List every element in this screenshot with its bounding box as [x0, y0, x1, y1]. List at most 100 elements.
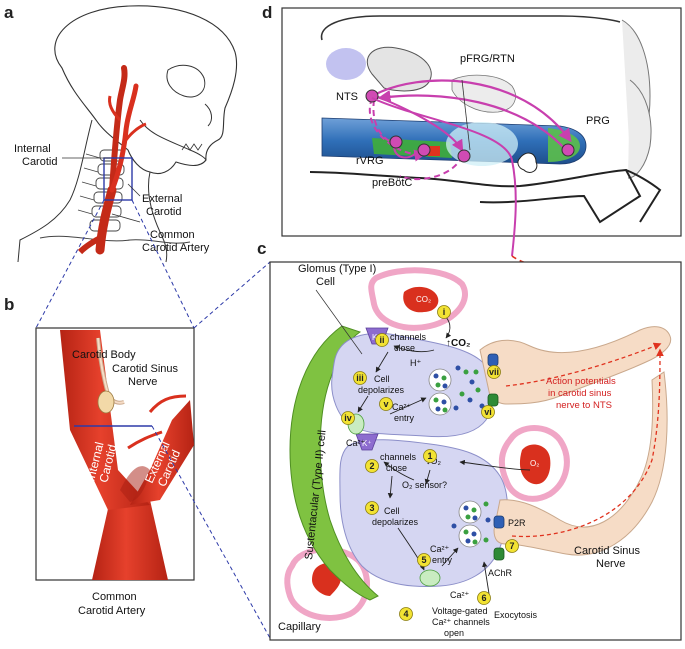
step-badge-roman-6: vi — [481, 405, 495, 419]
step-badge-label-arabic-5: 5 — [421, 555, 426, 565]
panel-c: c CO₂ O₂ Capillary Sustentacular (Type I… — [257, 239, 682, 641]
prg-node — [561, 143, 575, 157]
label-external-carotid-a: External — [142, 193, 182, 205]
label-prebotc: preBötC — [372, 177, 412, 189]
label-rvrg: rVRG — [356, 155, 384, 167]
neck-outline — [17, 119, 93, 263]
p2r-receptor — [493, 515, 505, 529]
step-badge-label-roman-1: i — [443, 307, 446, 317]
step-badge-arabic-5: 5 — [417, 553, 431, 567]
label-glomus-2: Cell — [316, 276, 335, 288]
step-badge-arabic-3: 3 — [365, 501, 379, 515]
pfrg-node — [457, 149, 471, 163]
zoom-line-bc-top — [193, 261, 271, 329]
label-ap-1: Action potentials — [546, 376, 616, 387]
eye-socket — [166, 64, 206, 98]
vesicles-top — [428, 365, 485, 416]
step-badge-label-roman-5: v — [383, 399, 388, 409]
step-badge-label-arabic-2: 2 — [369, 461, 374, 471]
step-badge-label-roman-7: vii — [489, 367, 499, 377]
label-capillary: Capillary — [278, 621, 321, 633]
panel-a-letter: a — [4, 3, 14, 22]
step-badge-roman-5: v — [379, 397, 393, 411]
label-3-1: Cell — [384, 506, 400, 516]
step-badge-label-arabic-4: 4 — [403, 609, 408, 619]
ap-dashed-lower — [511, 348, 664, 538]
step-badge-arabic-7: 7 — [505, 539, 519, 553]
step-badge-label-arabic-7: 7 — [509, 541, 514, 551]
label-v-1: Ca²⁺ — [392, 402, 412, 412]
label-v-2: entry — [394, 413, 415, 423]
label-4-3: open — [444, 628, 464, 638]
pfrg-loop-path — [399, 155, 463, 181]
label-sinus-nerve-c: Carotid Sinus — [574, 545, 641, 557]
label-common-carotid-a-2: Carotid Artery — [142, 242, 210, 254]
carotid-sinus-nerve-c — [479, 326, 672, 405]
achr-receptor — [493, 547, 505, 561]
step-badge-roman-2: ii — [375, 333, 389, 347]
white-structure — [517, 152, 538, 173]
rvrg-node — [389, 135, 403, 149]
step-badge-arabic-1: 1 — [423, 449, 437, 463]
carotid-bifurcation-b — [60, 330, 194, 580]
label-carotid-body: Carotid Body — [72, 349, 136, 361]
label-common-carotid-a: Common — [150, 229, 195, 241]
zoom-line-ab-left — [35, 199, 105, 329]
label-co2-up: ↑CO₂ — [446, 338, 470, 349]
red-cell-o2 — [519, 444, 551, 485]
skull-outline — [54, 5, 238, 175]
cerebellum-outline — [320, 15, 621, 41]
label-2-1: channels — [380, 452, 417, 462]
prebotc-region — [428, 146, 440, 156]
label-h-plus: H⁺ — [410, 358, 421, 368]
label-ii-1: channels — [390, 332, 427, 342]
label-pfrg: pFRG/RTN — [460, 53, 515, 65]
carotid-arteries-a — [77, 65, 147, 255]
nts-to-prg-path — [371, 79, 572, 143]
throat-outline — [147, 171, 168, 263]
step-badge-label-roman-6: vi — [484, 407, 492, 417]
cerebellum-lobe — [366, 46, 432, 92]
zoom-line-bc-bottom — [151, 425, 271, 639]
label-sinus-nerve-b-2: Nerve — [128, 376, 157, 388]
step-badge-arabic-6: 6 — [477, 591, 491, 605]
label-prg: PRG — [586, 115, 610, 127]
achr-receptor-top — [487, 393, 499, 407]
step-badge-roman-1: i — [437, 305, 451, 319]
panel-b-letter: b — [4, 295, 14, 314]
brainstem-base-right — [625, 169, 662, 223]
nts-to-pfrg-path — [375, 95, 464, 153]
nasal-cavity — [204, 103, 213, 127]
prg-to-nts-path — [377, 90, 567, 151]
brainstem-floor — [309, 168, 642, 224]
label-5-1: Ca²⁺ — [430, 544, 450, 554]
step-badge-roman-3: iii — [353, 371, 367, 385]
label-common-b: Common — [92, 591, 137, 603]
k-channel-bottom — [355, 433, 379, 451]
red-cell-co2 — [403, 286, 439, 313]
label-o2-sensor: O₂ sensor? — [402, 480, 447, 490]
ca-channel-bottom — [419, 569, 441, 587]
step-badge-arabic-2: 2 — [365, 459, 379, 473]
label-iii-1: Cell — [374, 374, 390, 384]
panel-a: a — [4, 3, 238, 263]
blue-glow — [326, 48, 366, 80]
carotid-body — [97, 390, 115, 414]
glomus-cell-top — [331, 332, 495, 438]
label-common-b-2: Carotid Artery — [78, 605, 146, 617]
label-nts: NTS — [336, 91, 358, 103]
label-sinus-nerve-c-2: Nerve — [596, 558, 625, 570]
bifurcation-box — [103, 157, 133, 201]
label-ca-bottom: Ca²⁺ — [450, 590, 470, 600]
step-badge-label-roman-4: iv — [344, 413, 352, 423]
panel-d-letter: d — [262, 3, 272, 22]
step-badge-roman-4: iv — [341, 411, 355, 425]
vesicles-bottom — [451, 500, 491, 548]
label-achr: AChR — [488, 568, 513, 578]
label-iii-2: depolarizes — [358, 385, 405, 395]
label-co2-blob: CO₂ — [416, 295, 431, 304]
label-5-2: entry — [432, 555, 453, 565]
carotid-sinus-nerve-c-lower — [493, 371, 668, 556]
